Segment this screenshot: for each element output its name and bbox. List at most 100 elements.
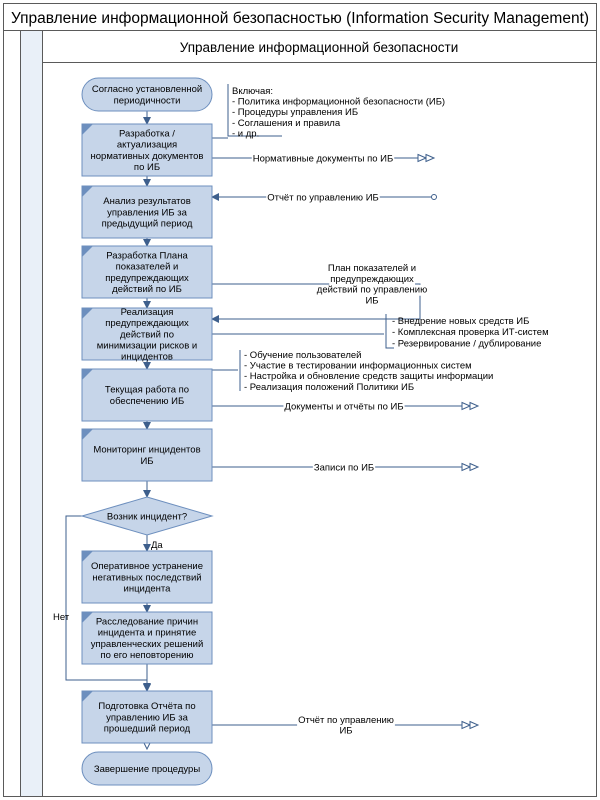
step-prepare-report-label: Подготовка Отчёта по	[98, 701, 195, 712]
start-terminator-label: Согласно установленной	[92, 84, 202, 95]
flow-label-final-report: ИБ	[339, 726, 352, 737]
note-current-work: - Участие в тестировании информационных …	[244, 361, 472, 372]
note-current-work: - Реализация положений Политики ИБ	[244, 382, 414, 393]
step-develop-plan-label: Разработка Плана	[106, 251, 188, 262]
step-implement-preventive-actions-label: предупреждающих	[105, 318, 189, 329]
flow-label-final-report: Отчёт по управлению	[298, 715, 394, 726]
shapes: Согласно установленнойпериодичностиРазра…	[53, 77, 549, 786]
step-current-work	[81, 368, 213, 422]
flow-arrow-head	[469, 720, 480, 730]
process-corner-mark	[82, 308, 93, 319]
label-background	[312, 462, 376, 474]
step-implement-preventive-actions-label: действий по	[120, 329, 174, 340]
flow-label-records: Записи по ИБ	[314, 462, 374, 473]
step-investigate-causes-label: Расследование причин	[96, 617, 198, 628]
step-implement-preventive-actions	[81, 307, 213, 361]
label-background	[315, 284, 429, 296]
decision-diamond	[80, 496, 214, 536]
flow-arrow-head	[469, 462, 480, 472]
process-corner-mark	[82, 429, 93, 440]
no-branch-connector	[65, 515, 147, 681]
process-corner-mark	[82, 124, 93, 135]
label-background	[326, 263, 418, 275]
decision-label: Возник инцидент?	[107, 512, 187, 523]
note-preventive-actions: - Резервирование / дублирование	[392, 338, 541, 349]
flow-arrow-head	[417, 153, 428, 163]
note-normative-docs: - и др.	[232, 128, 259, 139]
step-prepare-report	[81, 690, 213, 744]
flow-arrow-head	[461, 462, 472, 472]
step-develop-plan-label: предупреждающих	[105, 273, 189, 284]
step-analyze-results-label: предыдущий период	[102, 219, 193, 230]
step-current-work-label: Текущая работа по	[105, 385, 189, 396]
end-terminator	[81, 751, 213, 786]
step-monitor-incidents-label: ИБ	[140, 456, 153, 467]
step-develop-normative-docs	[81, 123, 213, 177]
step-eliminate-consequences-label: инцидента	[124, 584, 172, 595]
flow-label-plan: ИБ	[365, 296, 378, 307]
process-corner-mark	[82, 186, 93, 197]
flow-label-report-in: Отчёт по управлению ИБ	[267, 192, 379, 203]
start-terminator	[81, 77, 213, 112]
flow-label-normative-docs: Нормативные документы по ИБ	[253, 153, 393, 164]
step-eliminate-consequences-label: Оперативное устранение	[91, 561, 203, 572]
label-background	[251, 153, 395, 165]
flow-arrow-head	[461, 720, 472, 730]
note-current-work: - Обучение пользователей	[244, 350, 362, 361]
step-develop-normative-docs-label: актуализация	[117, 140, 177, 151]
note-normative-docs: Включая:	[232, 86, 273, 97]
step-eliminate-consequences	[81, 550, 213, 604]
step-eliminate-consequences-label: негативных последствий	[92, 572, 201, 583]
flow-label-plan: предупреждающих	[330, 274, 414, 285]
label-background	[297, 714, 395, 726]
end-terminator-label: Завершение процедуры	[94, 764, 200, 775]
step-implement-preventive-actions-label: Реализация	[121, 307, 174, 318]
step-analyze-results-label: Анализ результатов	[103, 196, 191, 207]
note-preventive-actions: - Внедрение новых средств ИБ	[392, 316, 529, 327]
step-prepare-report-label: управлению ИБ за	[106, 712, 188, 723]
step-investigate-causes-label: инцидента и принятие	[98, 628, 197, 639]
note-bracket	[227, 84, 282, 137]
step-develop-normative-docs-label: Разработка /	[119, 129, 175, 140]
label-background	[329, 273, 416, 285]
flow-origin-point	[431, 194, 437, 200]
label-background	[338, 725, 354, 737]
step-implement-preventive-actions-label: инцидентов	[121, 352, 173, 363]
diagram-title: Управление информационной безопасностью …	[11, 10, 589, 27]
step-investigate-causes-label: по его неповторению	[100, 650, 193, 661]
process-corner-mark	[82, 369, 93, 380]
flow-arrow-head	[425, 153, 436, 163]
note-normative-docs: - Соглашения и правила	[232, 118, 341, 129]
label-background	[266, 192, 380, 204]
note-bracket	[385, 314, 394, 349]
step-investigate-causes-label: управленческих решений	[91, 639, 204, 650]
step-investigate-causes	[81, 611, 213, 665]
note-current-work: - Настройка и обновление средств защиты …	[244, 371, 493, 382]
step-prepare-report-label: прошедший период	[104, 724, 191, 735]
step-develop-plan-label: действий по ИБ	[112, 284, 182, 295]
start-terminator-label: периодичности	[114, 95, 181, 106]
flow-label-docs-reports: Документы и отчёты по ИБ	[284, 401, 403, 412]
label-background	[364, 295, 380, 307]
flow-arrow-head	[461, 401, 472, 411]
flow-plan	[211, 283, 421, 323]
step-monitor-incidents	[81, 428, 213, 482]
process-corner-mark	[82, 246, 93, 257]
step-current-work-label: обеспечению ИБ	[110, 396, 184, 407]
note-normative-docs: - Процедуры управления ИБ	[232, 107, 358, 118]
decision-no-label: Нет	[53, 612, 70, 623]
lane-title: Управление информационной безопасности	[180, 40, 459, 55]
process-corner-mark	[82, 691, 93, 702]
decision-yes-label: Да	[151, 540, 163, 551]
flow-arrow-head	[469, 401, 480, 411]
step-develop-plan-label: показателей и	[116, 262, 179, 273]
process-corner-mark	[82, 612, 93, 623]
note-normative-docs: - Политика информационной безопасности (…	[232, 97, 445, 108]
flow-label-plan: План показателей и	[328, 263, 416, 274]
step-develop-normative-docs-label: нормативных документов	[91, 151, 204, 162]
step-monitor-incidents-label: Мониторинг инцидентов	[93, 445, 200, 456]
process-corner-mark	[82, 551, 93, 562]
step-implement-preventive-actions-label: минимизации рисков и	[97, 341, 197, 352]
note-preventive-actions: - Комплексная проверка ИТ-систем	[392, 327, 549, 338]
